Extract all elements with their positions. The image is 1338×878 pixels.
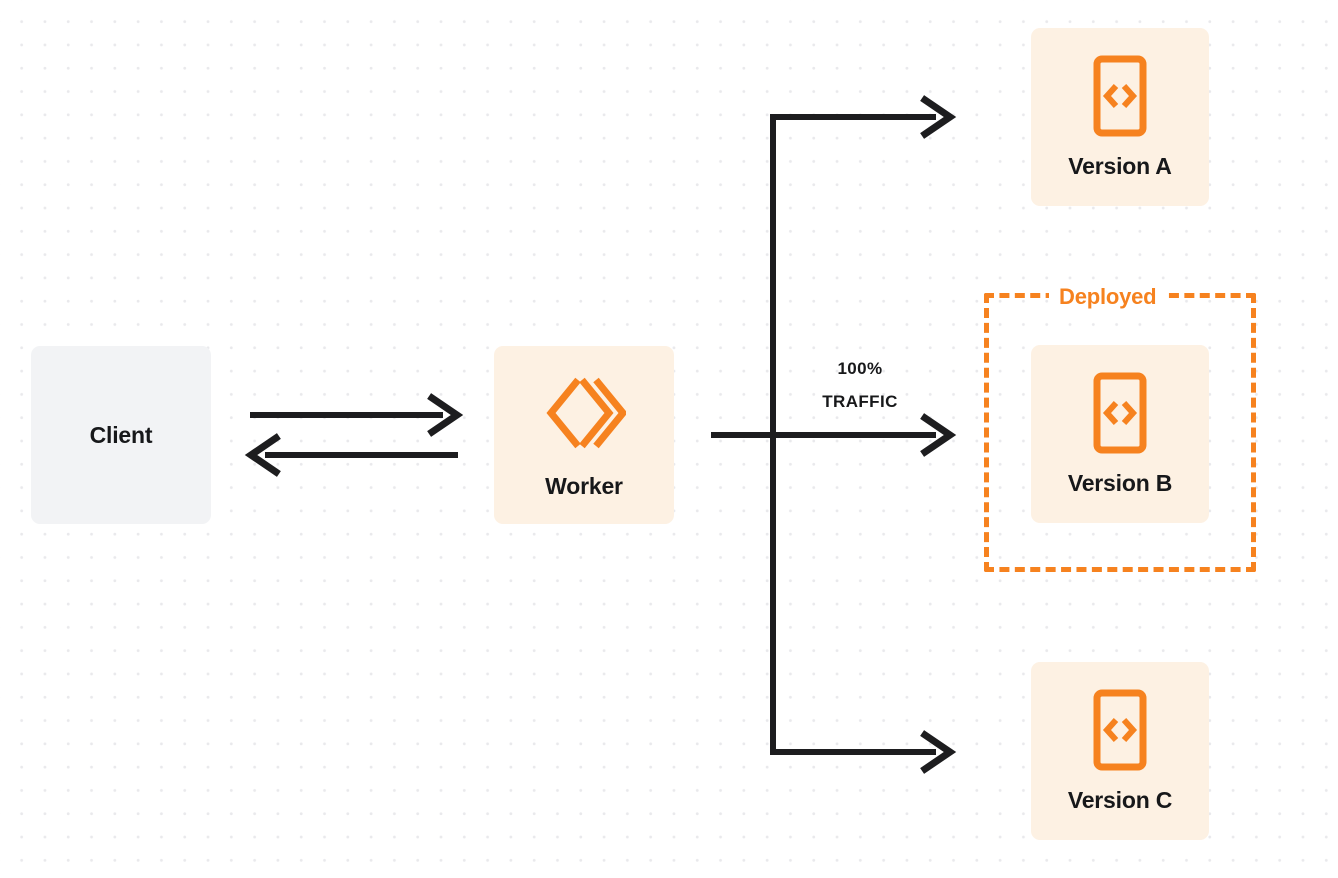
deployed-group-label: Deployed [1049, 285, 1167, 309]
node-worker[interactable]: Worker [494, 346, 674, 524]
code-brackets-document-icon [1093, 689, 1147, 771]
traffic-unit: TRAFFIC [822, 392, 898, 411]
traffic-percent: 100% [837, 359, 883, 378]
node-version-b[interactable]: Version B [1031, 345, 1209, 523]
connector-trunk-to-version-b [711, 413, 957, 457]
node-client-label: Client [89, 421, 153, 448]
connector-worker-to-client [244, 433, 458, 477]
node-version-c[interactable]: Version C [1031, 662, 1209, 840]
cloudflare-workers-logo-icon [542, 371, 628, 455]
connector-trunk-to-version-c [770, 730, 957, 774]
node-version-a-label: Version A [1068, 152, 1172, 179]
node-version-c-label: Version C [1067, 786, 1173, 813]
traffic-label: 100% TRAFFIC [790, 352, 930, 418]
node-client[interactable]: Client [31, 346, 211, 524]
node-version-b-label: Version B [1067, 469, 1173, 496]
connector-trunk-to-version-a [770, 95, 957, 139]
connector-client-to-worker [250, 393, 464, 437]
node-worker-label: Worker [545, 472, 623, 499]
node-version-a[interactable]: Version A [1031, 28, 1209, 206]
code-brackets-document-icon [1093, 55, 1147, 137]
code-brackets-document-icon [1093, 372, 1147, 454]
